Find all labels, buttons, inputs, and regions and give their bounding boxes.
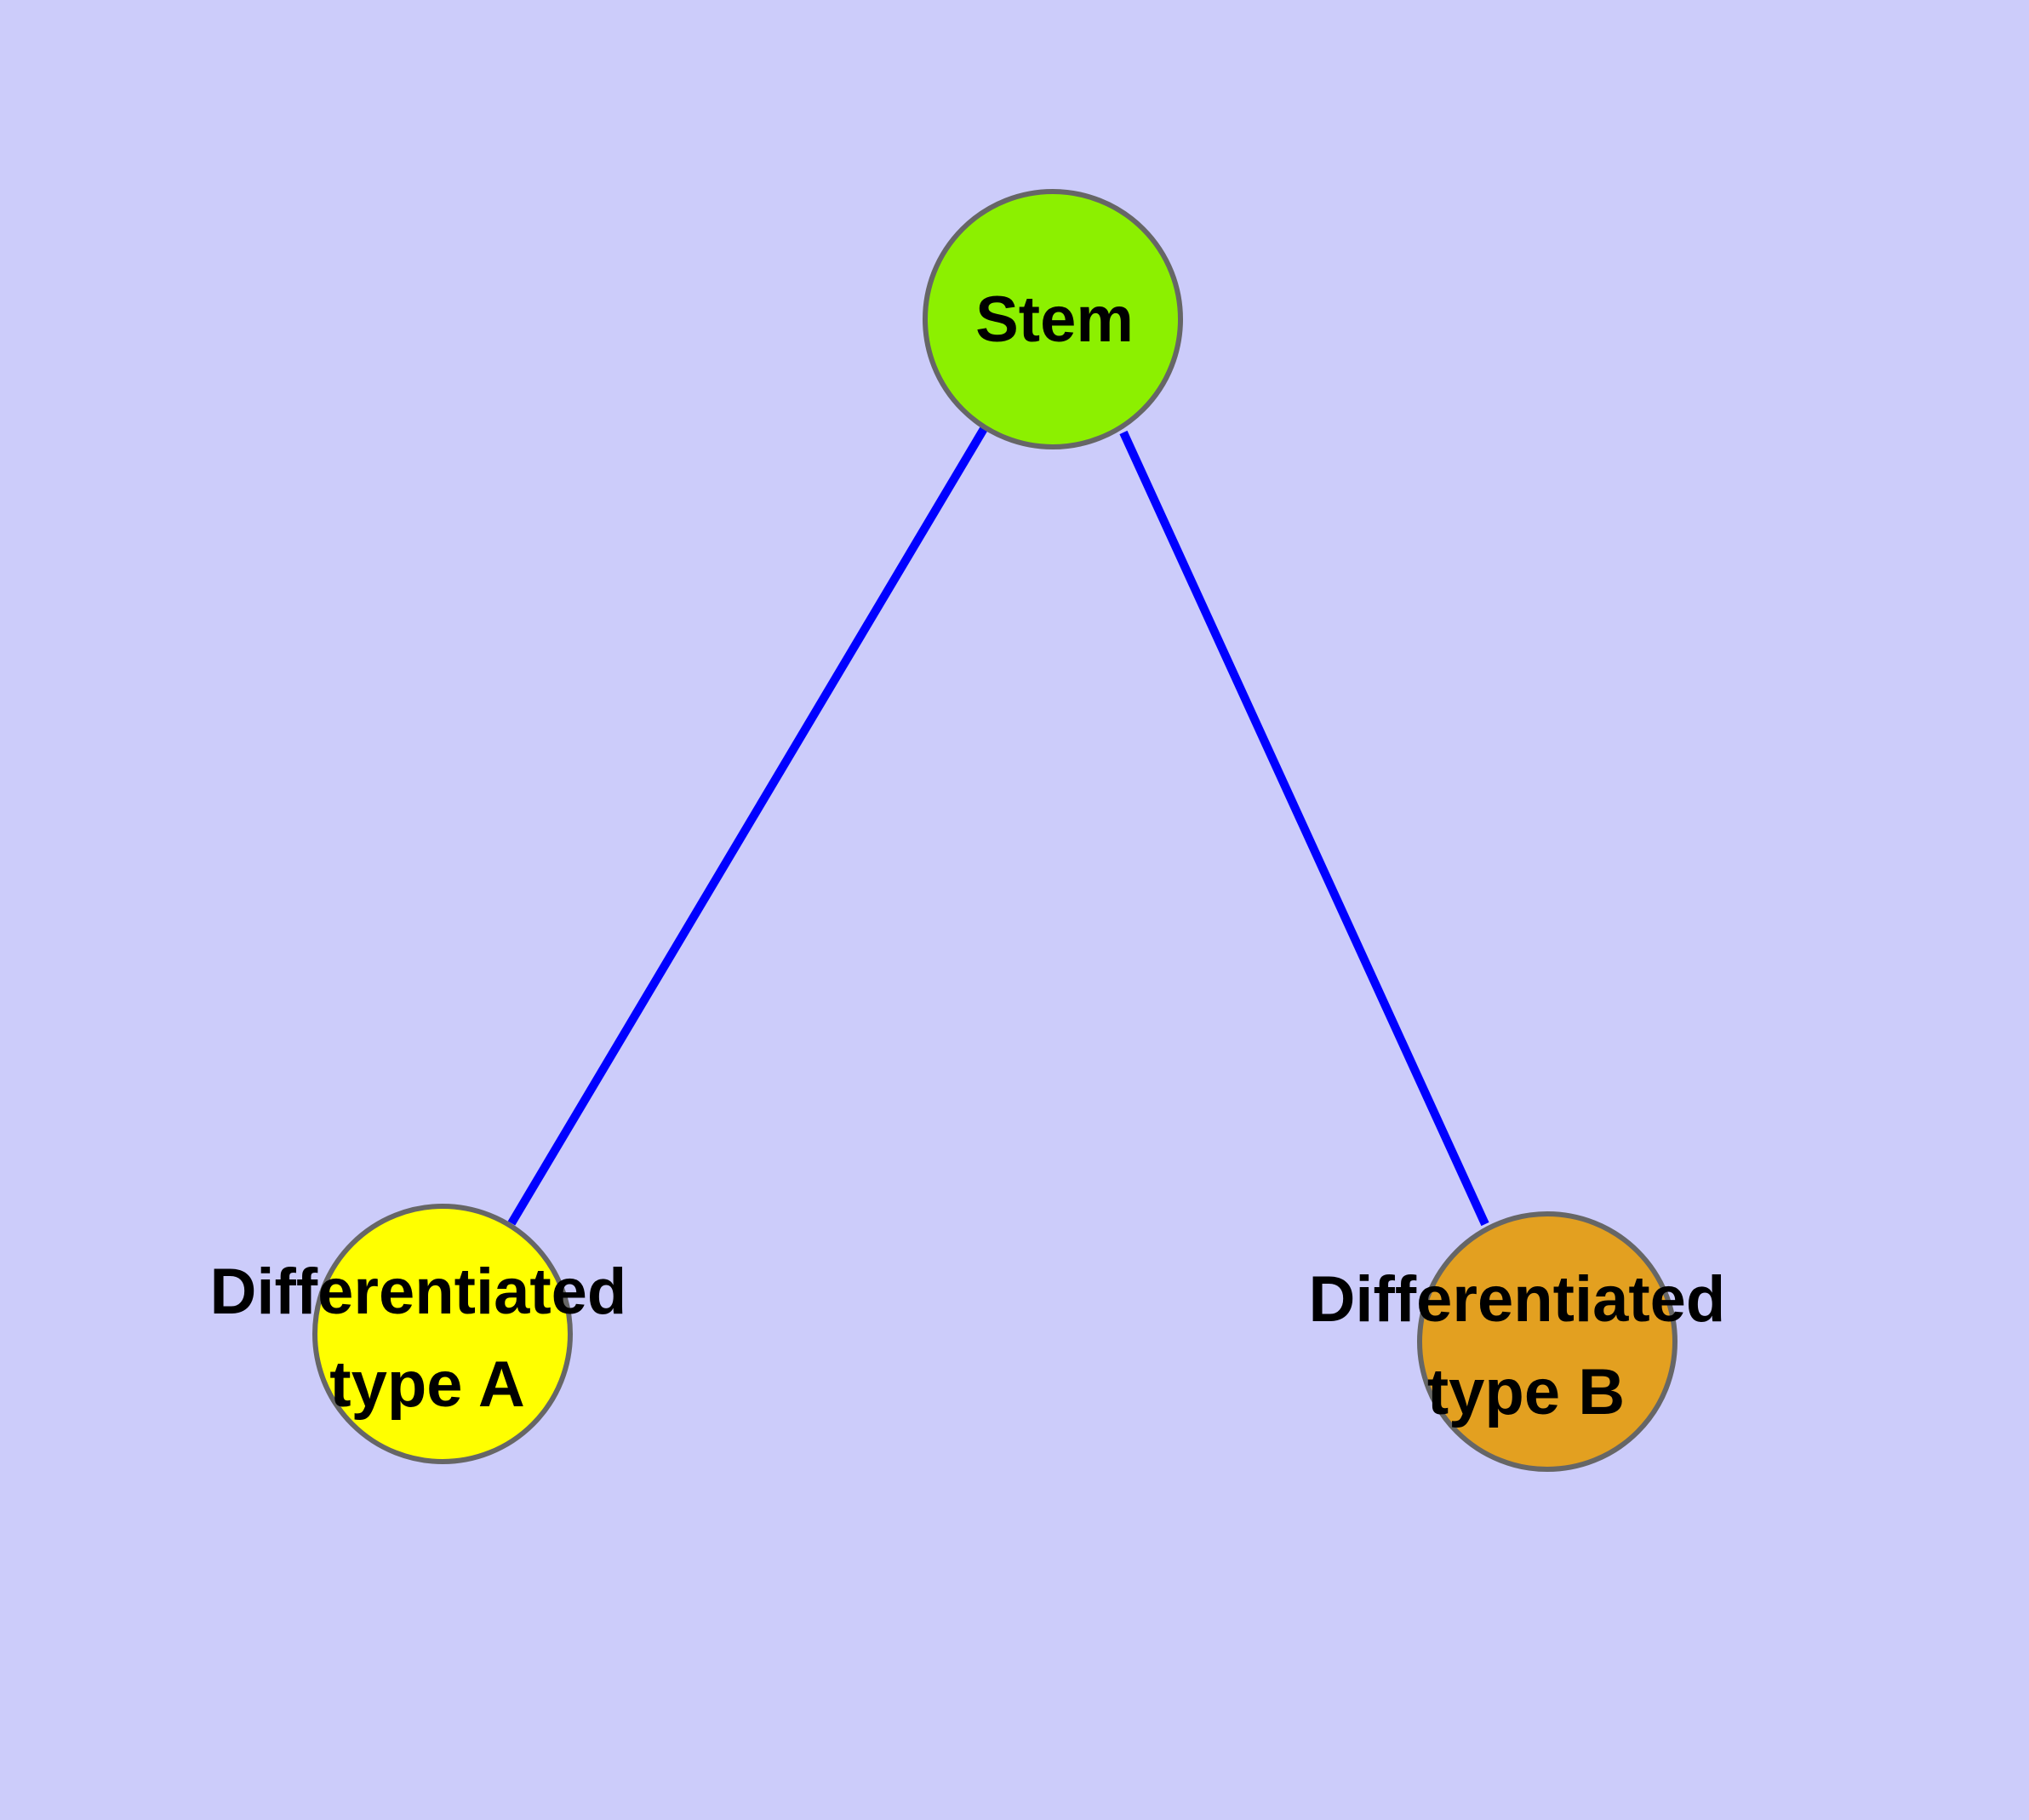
node-label-differentiated-type-b-line-2: type B [1427, 1356, 1625, 1428]
node-differentiated-type-b[interactable] [1417, 1211, 1677, 1472]
node-label-differentiated-type-a: Differentiated type A [210, 1256, 645, 1421]
node-label-differentiated-type-b-line-1: Differentiated [1309, 1263, 1726, 1336]
node-differentiated-type-a[interactable] [312, 1204, 573, 1464]
node-label-differentiated-type-a-line-1: Differentiated [210, 1256, 627, 1328]
edge-stem-to-differentiated-type-a[interactable] [507, 425, 989, 1226]
labels-layer: Stem Differentiated type A Differentiate… [210, 283, 1744, 1428]
edge-stem-to-differentiated-type-b[interactable] [1119, 430, 1489, 1227]
node-label-stem: Stem [975, 283, 1134, 356]
node-label-differentiated-type-b: Differentiated type B [1309, 1263, 1744, 1428]
node-label-differentiated-type-a-line-2: type A [329, 1348, 524, 1421]
nodes-layer [312, 189, 1677, 1472]
node-label-stem-line-1: Stem [975, 283, 1134, 356]
node-stem[interactable] [923, 189, 1183, 449]
edges-layer [507, 425, 1489, 1227]
